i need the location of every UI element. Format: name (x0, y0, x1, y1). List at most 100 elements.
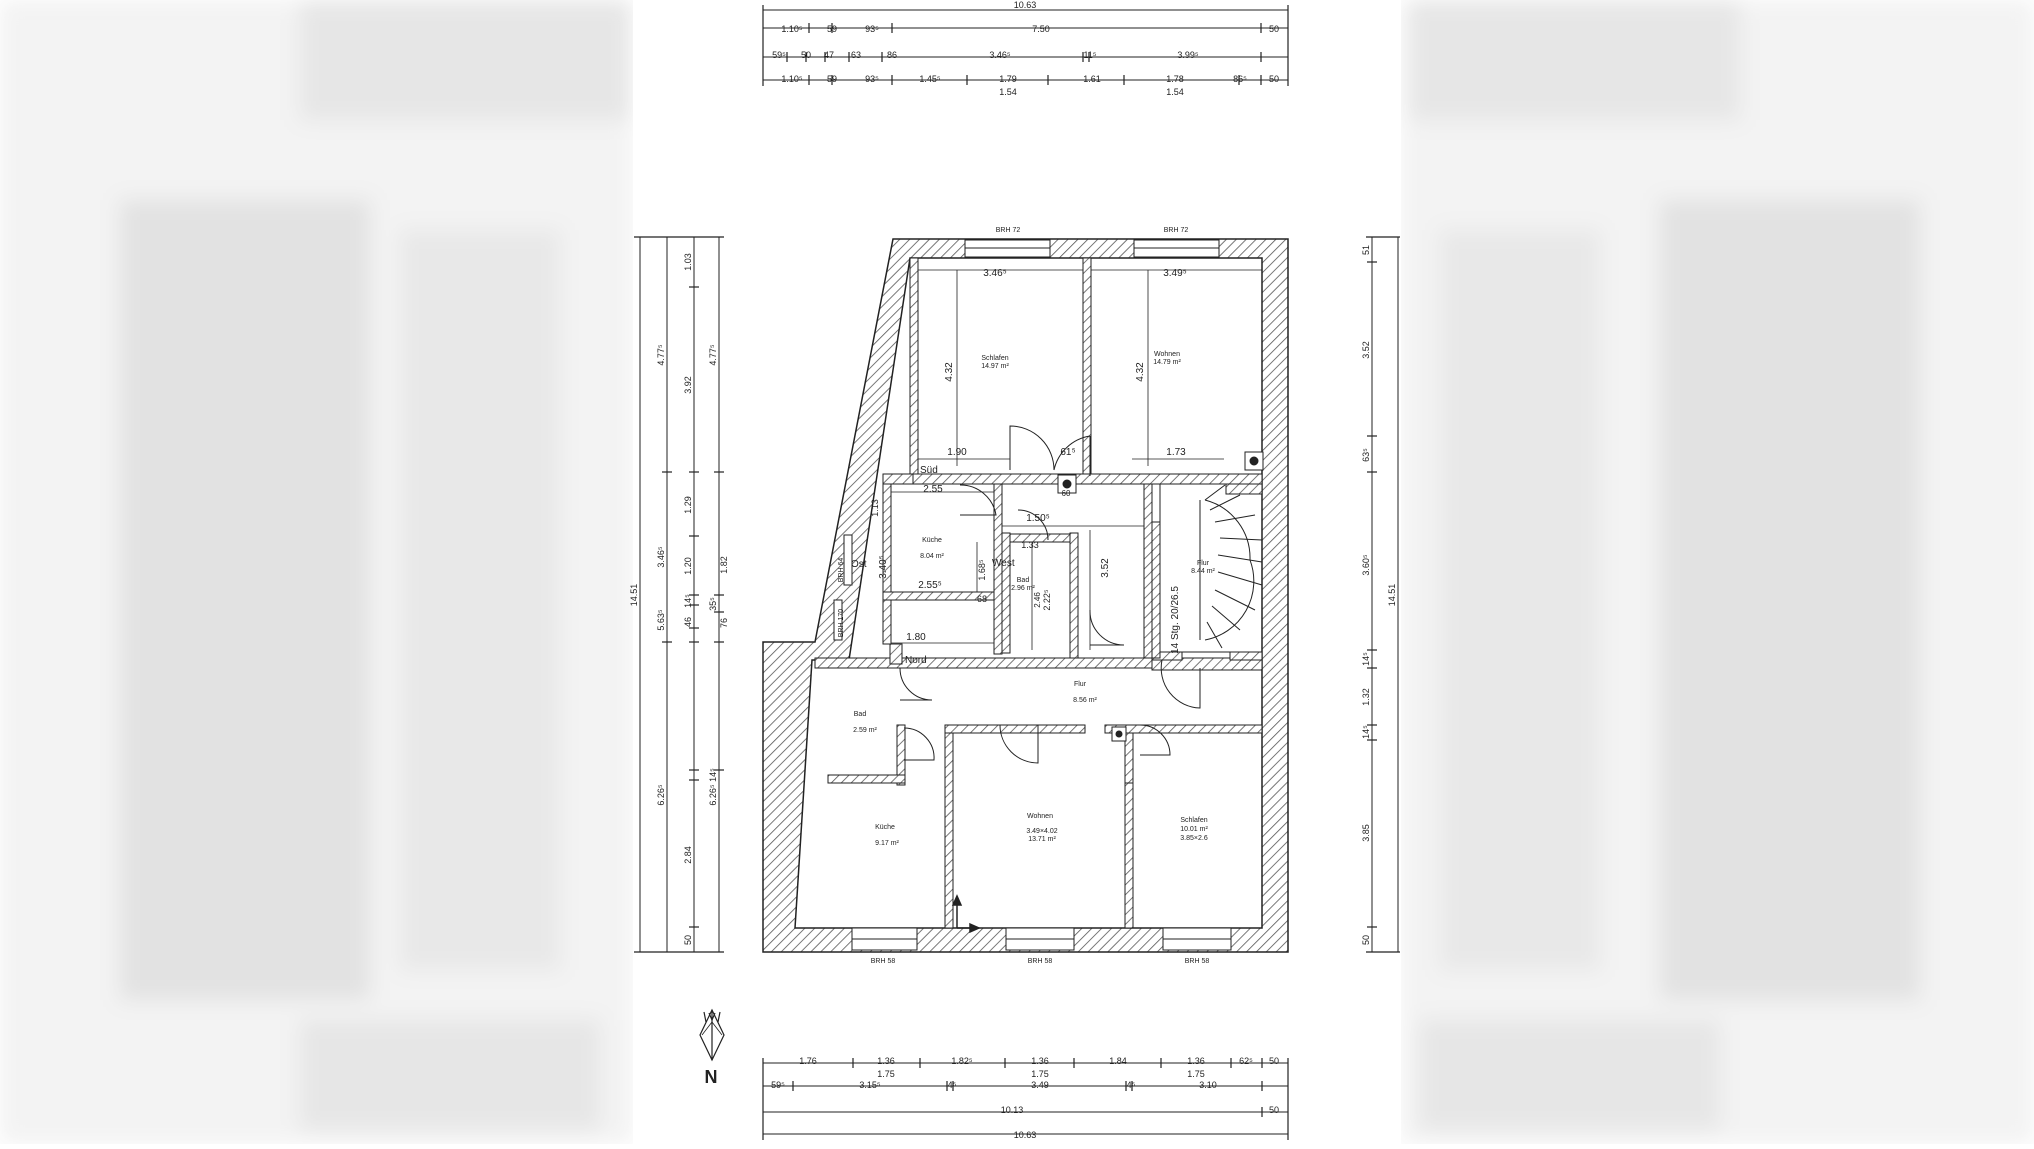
wall-label-east: Ost (851, 559, 867, 570)
dim-inner: 2.55⁵ (918, 580, 942, 591)
dim-top-r1: 1.10⁵ (781, 24, 803, 34)
room-name: Bad (1017, 577, 1030, 584)
inner-dimension-labels: 3.46⁵ 3.49⁵ 4.32 4.32 1.90 61⁵ 1.73 2.55… (870, 268, 1187, 643)
wall-label-north: Nord (905, 655, 927, 666)
dim-left-c4: 6.26⁵ (708, 784, 718, 806)
dim-top-r2: 47 (824, 50, 834, 60)
dim-top-r2: 11⁵ (1083, 50, 1096, 60)
dim-bottom-r1-sub: 1.75 (877, 1069, 895, 1079)
right-dimension-chains: 51 3.52 63⁵ 3.60⁵ 14⁵ 1.32 14⁵ 3.85 50 1… (1361, 236, 1400, 953)
room-name: Küche (922, 537, 942, 544)
dim-bottom-r2: 59⁵ (771, 1080, 785, 1090)
interior-walls (814, 257, 1263, 929)
dim-top-r3: 1.79 (999, 74, 1017, 84)
dim-top-r1: 59 (827, 24, 837, 34)
windows (833, 239, 1232, 951)
room-name: Bad (854, 711, 867, 718)
dim-left-c2: 6.26⁵ (656, 784, 666, 806)
dim-left-c4: 35⁵ (708, 597, 718, 611)
dim-inner: 1.90 (947, 447, 967, 458)
dim-top-r2: 3.46⁵ (989, 50, 1011, 60)
room-name: Schlafen (981, 355, 1008, 362)
room-labels: Schlafen 14.97 m² Wohnen 14.79 m² Küche … (853, 351, 1215, 847)
room-name: Wohnen (1154, 351, 1180, 358)
dim-inner: 1.50⁵ (1026, 513, 1050, 524)
dim-left-c4: 14⁵ (708, 768, 718, 782)
room-area: 2.96 m² (1011, 585, 1035, 592)
inner-dimension-lines (891, 269, 1262, 650)
dim-top-r1: 50 (1269, 24, 1279, 34)
window-labels: BRH 72 BRH 72 BRH 58 BRH 58 BRH 58 BRH 6… (838, 227, 1209, 965)
dim-right-outer: 14.51 (1387, 584, 1397, 607)
dim-right: 3.52 (1361, 341, 1371, 359)
window-label-side: BRH 170 (838, 609, 845, 638)
dim-left-c4: 4.77⁵ (708, 344, 718, 366)
origin-axis-marker (951, 894, 981, 934)
dim-right: 14⁵ (1361, 725, 1371, 739)
dim-right: 3.60⁵ (1361, 554, 1371, 576)
dim-inner: 3.49⁵ (1163, 268, 1187, 279)
dim-top-r2: 59⁵ (772, 50, 786, 60)
background-blur-left (0, 0, 633, 1144)
north-arrow-icon (699, 1008, 725, 1062)
dim-left-c2: 5.63⁵ (656, 609, 666, 631)
dim-inner: 2.46 (1033, 592, 1042, 608)
dim-top-total: 10.63 (1014, 0, 1037, 10)
staircase (1159, 483, 1263, 653)
north-label: N (705, 1067, 718, 1087)
dim-top-r3: 1.10⁵ (781, 74, 803, 84)
top-dimension-chains: 10.63 1.10⁵ 59 93⁵ 7.50 50 59⁵ 50 47 63 … (762, 0, 1289, 97)
dim-top-r2: 86 (887, 50, 897, 60)
left-dimension-chains: 14.51 4.77⁵ 3.46⁵ 5.63⁵ 6.26⁵ 1.03 3.92 … (629, 236, 729, 953)
room-size: 3.49×4.02 (1026, 828, 1057, 835)
dim-bottom-r3: 50 (1269, 1105, 1279, 1115)
dim-top-r2: 3.99⁵ (1177, 50, 1199, 60)
dim-left-c3: 2.84 (683, 846, 693, 864)
dim-inner: 60 (1062, 489, 1071, 498)
window-label-top: BRH 72 (996, 227, 1021, 234)
bottom-dimension-chains: 1.76 1.36 1.82⁵ 1.36 1.84 1.36 62⁵ 50 1.… (762, 1056, 1289, 1140)
dim-bottom-r2: 4⁵ (948, 1080, 957, 1090)
dim-bottom-r2: 3.49 (1031, 1080, 1049, 1090)
dim-right: 1.32 (1361, 688, 1371, 706)
dim-left-c3: 1.03 (683, 253, 693, 271)
dim-inner: 1.33 (1021, 540, 1039, 550)
dim-right: 63⁵ (1361, 448, 1371, 462)
room-name: Wohnen (1027, 813, 1053, 820)
dim-right: 50 (1361, 935, 1371, 945)
dim-top-r3: 93⁵ (865, 74, 879, 84)
wall-label-west: West (992, 558, 1015, 569)
dim-bottom-r3: 10.13 (1001, 1105, 1024, 1115)
dim-bottom-r1: 1.84 (1109, 1056, 1127, 1066)
dim-top-r3-sub: 1.54 (999, 87, 1017, 97)
dim-right: 14⁵ (1361, 652, 1371, 666)
dim-top-r3: 59 (827, 74, 837, 84)
dim-inner: 1.80 (906, 632, 926, 643)
dim-bottom-r1-sub: 1.75 (1187, 1069, 1205, 1079)
background-blur-right (1401, 0, 2034, 1144)
dim-top-r3: 1.45⁵ (919, 74, 941, 84)
dim-inner: 4.32 (944, 362, 955, 382)
window-label-bottom: BRH 58 (1028, 958, 1053, 965)
dim-top-r3-sub: 1.54 (1166, 87, 1184, 97)
dim-top-r3: 1.61 (1083, 74, 1101, 84)
dim-bottom-r1: 62⁵ (1239, 1056, 1253, 1066)
dim-inner: 3.40⁵ (878, 555, 889, 579)
dim-left-c2: 3.46⁵ (656, 546, 666, 568)
dim-left-c4: 1.82 (719, 556, 729, 574)
dim-left-c3: 3.92 (683, 376, 693, 394)
dim-left-c3: 46 (683, 617, 693, 627)
room-name: Flur (1197, 560, 1210, 567)
room-area: 10.01 m² (1180, 826, 1208, 833)
window-label-side: BRH 64 (838, 558, 845, 583)
dim-inner: 1.73 (1166, 447, 1186, 458)
window-label-bottom: BRH 58 (1185, 958, 1210, 965)
room-name: Flur (1074, 681, 1087, 688)
dim-inner: 1.13 (870, 499, 880, 517)
dim-bottom-r1: 50 (1269, 1056, 1279, 1066)
room-area: 13.71 m² (1028, 836, 1056, 843)
room-area: 14.79 m² (1153, 359, 1181, 366)
dim-top-r3: 86⁵ (1233, 74, 1247, 84)
room-name: Küche (875, 824, 895, 831)
